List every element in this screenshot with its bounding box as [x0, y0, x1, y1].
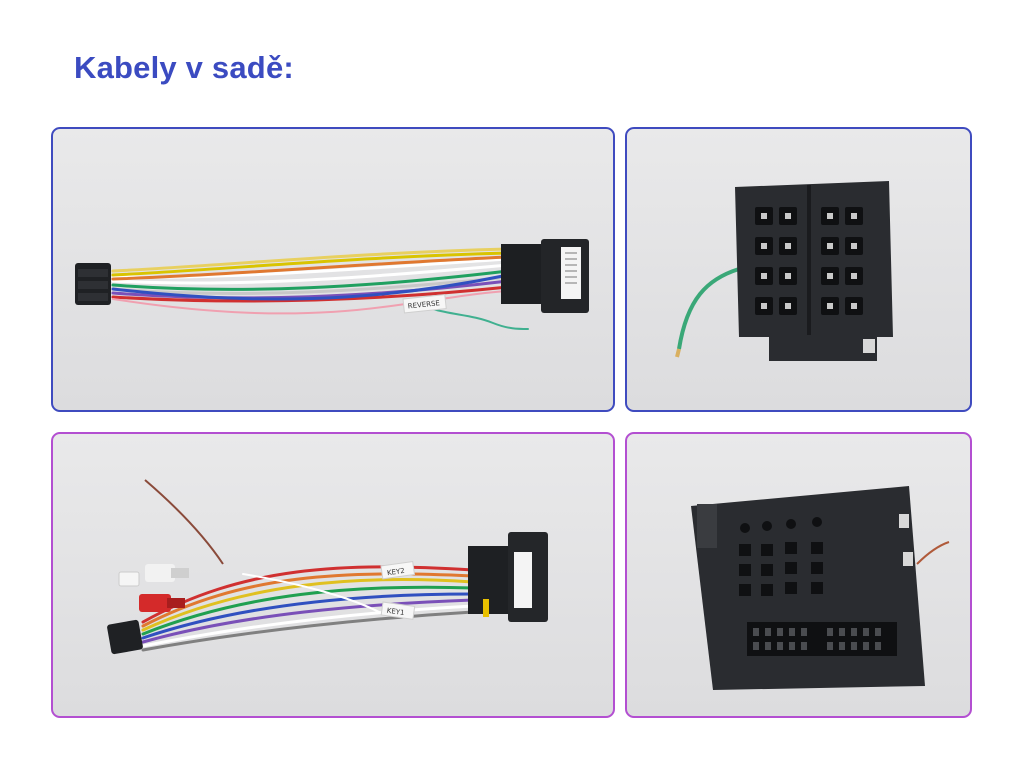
reverse-tag-label: REVERSE — [407, 299, 440, 310]
harness-quadlock-illustration: KEY2 KEY1 — [107, 479, 548, 655]
quadlock-connector-illustration — [691, 486, 950, 690]
key2-tag-label: KEY2 — [387, 567, 406, 577]
harness-iso-illustration: REVERSE — [75, 239, 589, 330]
page-title: Kabely v sadě: — [74, 50, 294, 85]
photo-iso-connector — [625, 127, 972, 412]
iso-connector-illustration — [675, 181, 893, 361]
photo-harness-iso: REVERSE — [51, 127, 615, 412]
photo-quadlock-connector — [625, 432, 972, 718]
photo-harness-quadlock: KEY2 KEY1 — [51, 432, 615, 718]
key1-tag-label: KEY1 — [386, 607, 405, 617]
